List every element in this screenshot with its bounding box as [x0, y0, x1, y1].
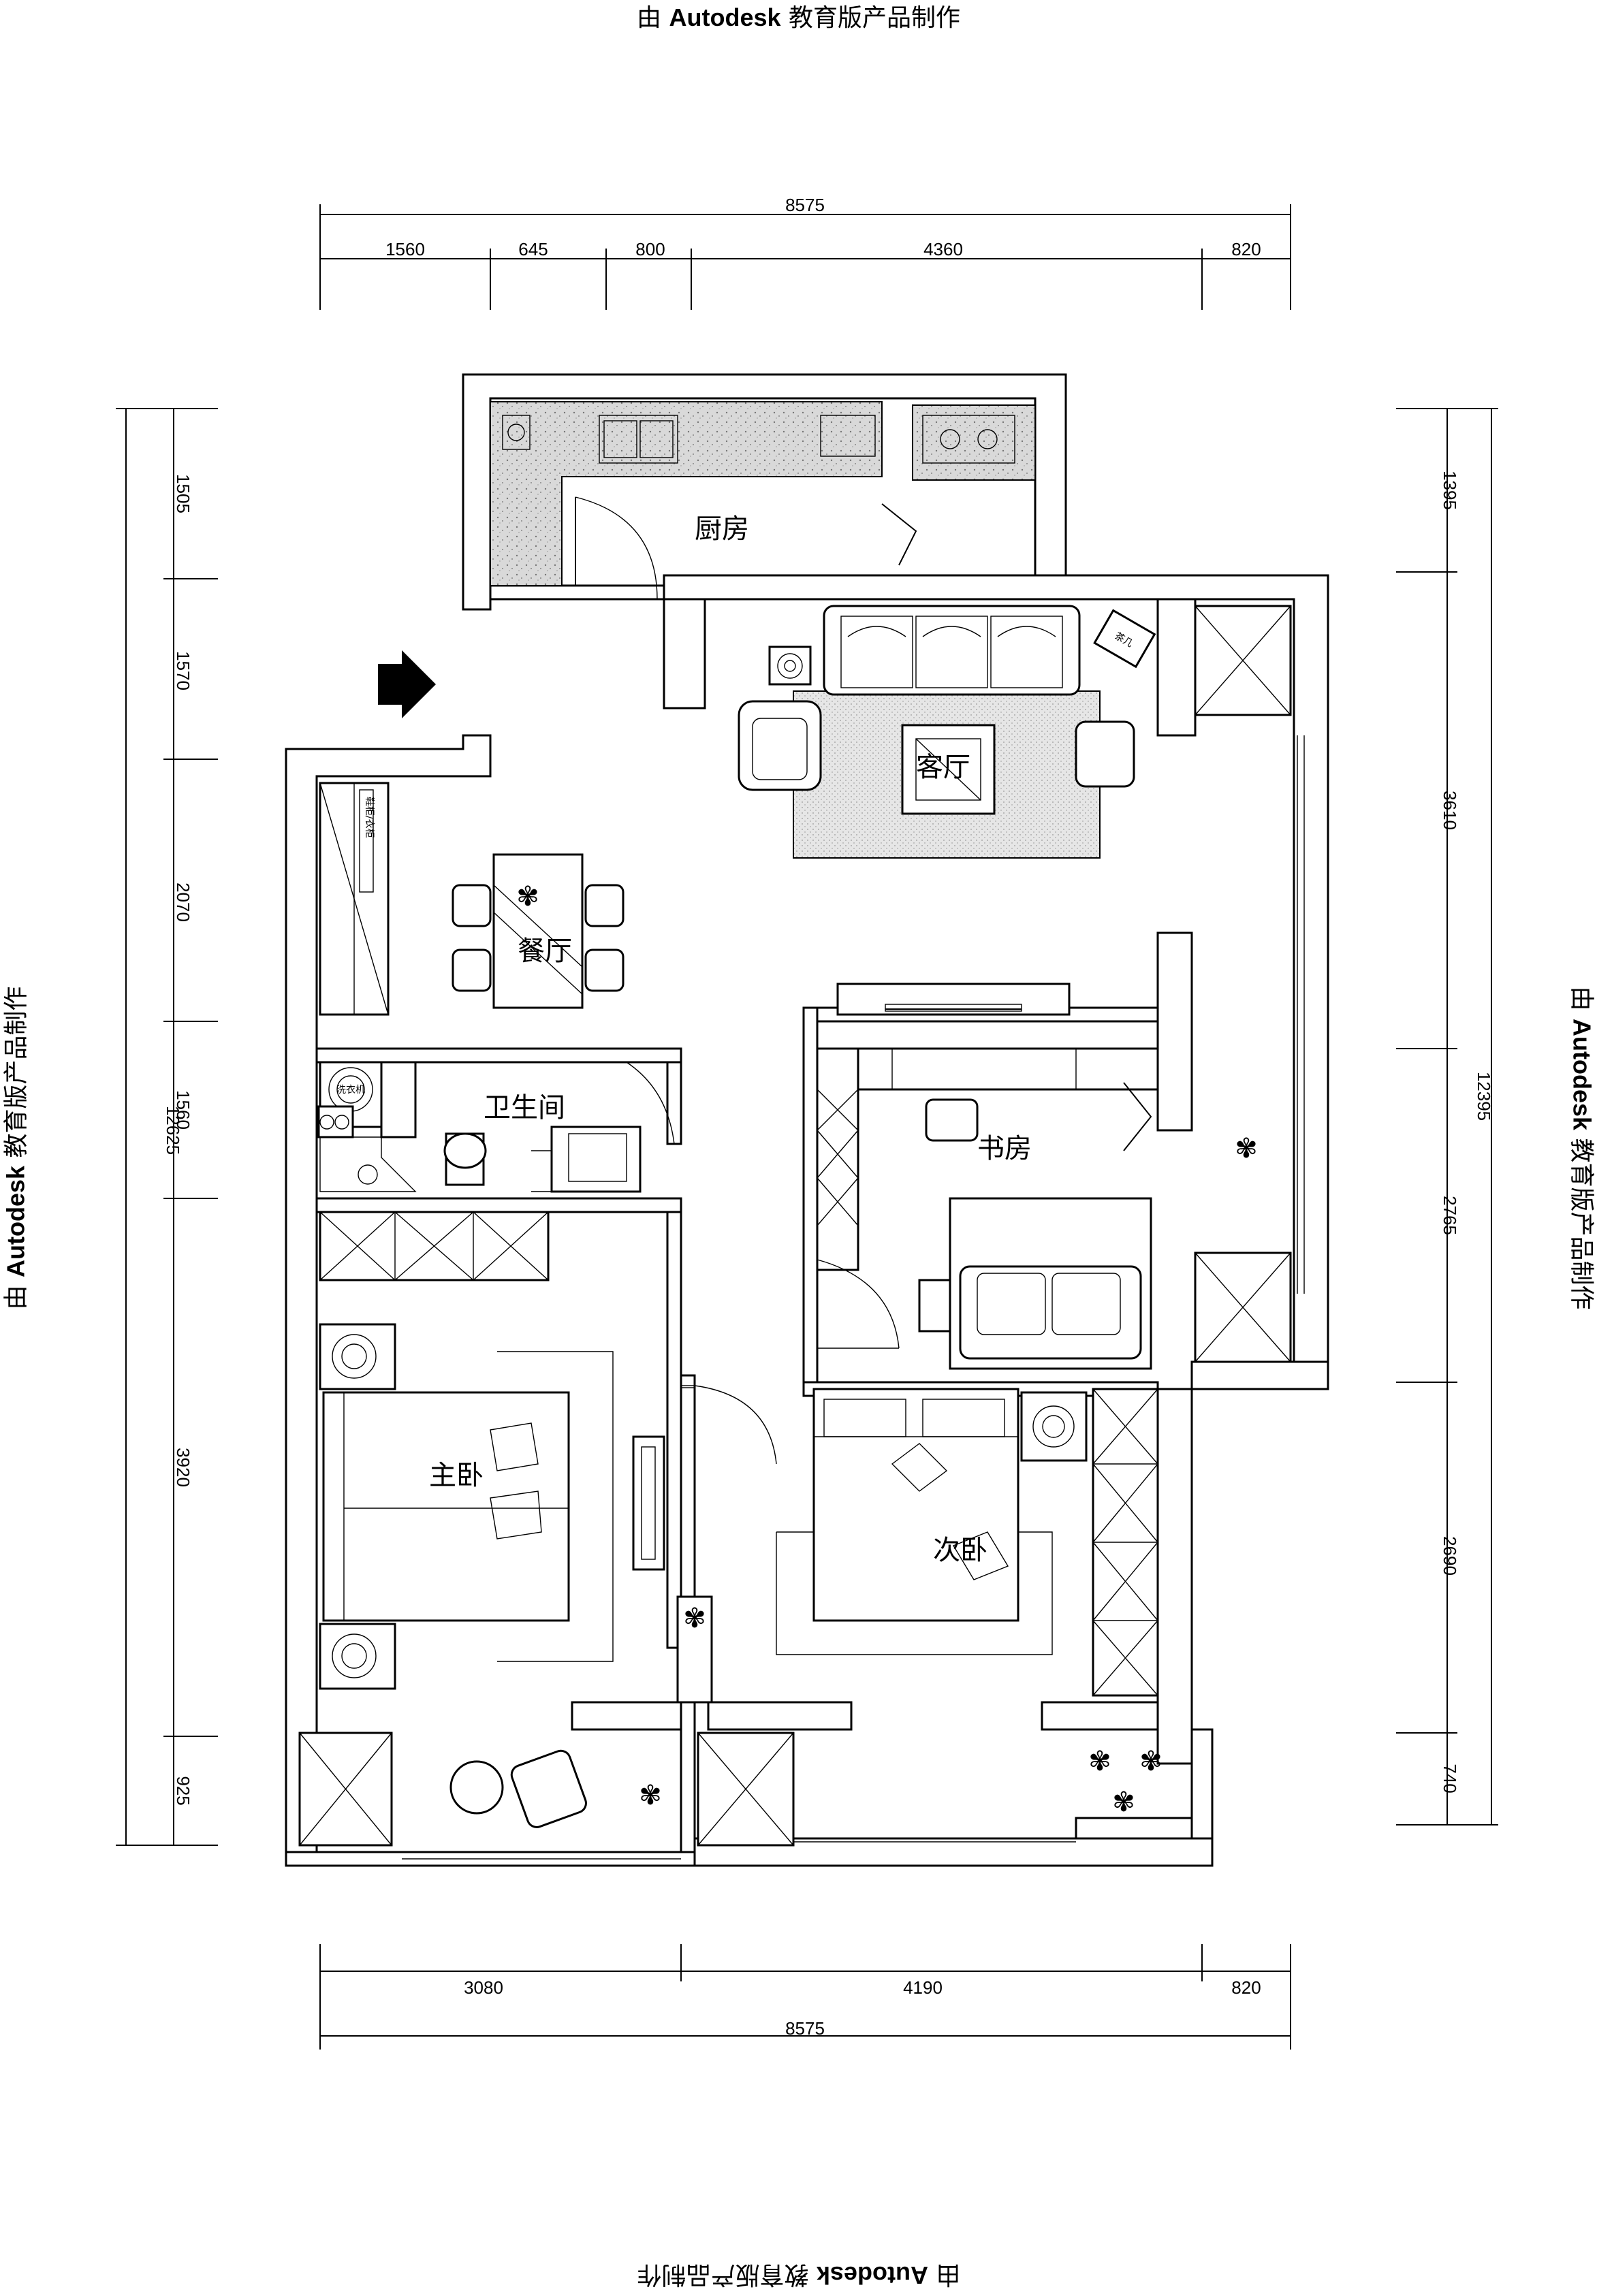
dim-left-seg: 1570	[173, 651, 193, 690]
dim-right-seg: 3610	[1440, 791, 1460, 830]
dim-top-seg: 800	[635, 239, 665, 259]
dim-top-seg: 4360	[923, 239, 963, 259]
room-label-bathroom: 卫生间	[484, 1092, 565, 1123]
second-bedroom-door	[694, 1385, 777, 1465]
dim-right-seg: 2690	[1440, 1536, 1460, 1576]
dim-left-seg: 2070	[173, 882, 193, 922]
watermark-suffix: 教育版产品制作	[788, 4, 960, 32]
partition-cabinet	[663, 598, 706, 709]
washer-label: 洗衣机	[336, 1085, 365, 1096]
plant-icon-study: ✾	[1235, 1133, 1258, 1164]
nightstand	[319, 1623, 396, 1690]
plant-icon-dining: ✾	[516, 881, 539, 912]
entrance-arrow-icon	[378, 650, 436, 718]
entry-cabinet-label: 鞋柜/衣柜	[364, 797, 375, 838]
shower-area	[319, 1136, 417, 1192]
dimensions-bottom: 3080 4190 820 8575	[319, 1944, 1291, 2050]
dim-left-seg: 1505	[173, 474, 193, 513]
dim-right-total: 12395	[1474, 1072, 1494, 1121]
dimensions-top: 8575 1560 645 800 4360 820	[319, 195, 1291, 310]
dim-top-seg: 645	[518, 239, 548, 259]
dining-room: 鞋柜/衣柜 ✾ 餐厅	[319, 782, 624, 1016]
kitchen-door	[575, 496, 658, 600]
plant-icon-corner: ✾	[1112, 1787, 1135, 1818]
dim-bottom-seg: 820	[1231, 1977, 1261, 1998]
dim-top-total: 8575	[785, 195, 825, 215]
dim-bottom-total: 8575	[785, 2018, 825, 2039]
watermark-prefix: 由	[637, 4, 662, 32]
dim-right-seg: 740	[1440, 1764, 1460, 1793]
dim-right-seg: 2765	[1440, 1196, 1460, 1235]
desk-chair	[925, 1098, 979, 1142]
bookshelf-left	[816, 1047, 859, 1271]
room-label-second-bedroom: 次卧	[933, 1535, 987, 1566]
study-sofa	[959, 1265, 1142, 1360]
room-label-dining-room: 餐厅	[518, 936, 572, 967]
bookshelf-top	[816, 1047, 1159, 1091]
plant-icon-corner: ✾	[1088, 1746, 1111, 1777]
second-bedroom: 次卧 ✾ ✾ ✾ ✾	[676, 1385, 1163, 1847]
master-bed	[322, 1391, 570, 1622]
stool-right	[1075, 720, 1135, 788]
nightstand-second	[1020, 1391, 1088, 1462]
round-table	[449, 1760, 504, 1815]
dim-top-seg: 1560	[385, 239, 425, 259]
vanity-sink	[550, 1126, 642, 1193]
lounge-chair	[510, 1749, 587, 1828]
dining-chair	[584, 948, 624, 992]
sofa	[823, 605, 1081, 696]
counter-appliance	[820, 415, 876, 457]
study-folding-door	[1123, 1082, 1152, 1151]
side-table-left	[768, 645, 812, 686]
dining-chair	[584, 884, 624, 927]
dim-top-seg: 820	[1231, 239, 1261, 259]
dining-chair	[452, 884, 492, 927]
armchair-left	[738, 700, 822, 791]
kitchen: 厨房	[490, 401, 1036, 600]
watermark-brand: Autodesk	[669, 3, 781, 31]
plant-shelf	[676, 1595, 713, 1704]
stove	[922, 415, 1015, 464]
tv-panel-master	[632, 1435, 665, 1571]
master-bedroom: 主卧 ✾	[298, 1211, 665, 1847]
kitchen-folding-door	[881, 503, 917, 566]
bathroom: 洗衣机 卫生间	[317, 1061, 675, 1193]
dim-left-seg: 925	[173, 1776, 193, 1805]
bathroom-door	[626, 1062, 675, 1145]
second-bed	[812, 1388, 1019, 1622]
dim-left-total: 12625	[163, 1106, 183, 1155]
tv-cabinet	[836, 983, 1071, 1016]
dimensions-left: 12625 1505 1570 2070 1560 3920 925	[116, 408, 218, 1846]
study-door	[817, 1259, 900, 1349]
side-table-right	[1093, 609, 1156, 669]
room-label-study: 书房	[977, 1133, 1032, 1164]
dining-table	[492, 853, 584, 1009]
kitchen-drain	[502, 415, 531, 450]
plant-icon-balcony: ✾	[639, 1780, 662, 1811]
dim-bottom-seg: 3080	[464, 1977, 503, 1998]
dim-right-seg: 1395	[1440, 471, 1460, 510]
room-label-master-bedroom: 主卧	[429, 1460, 484, 1491]
nightstand	[319, 1323, 396, 1390]
plant-icon-corner: ✾	[1139, 1746, 1163, 1777]
room-label-kitchen: 厨房	[695, 513, 749, 545]
watermark-top: 由 Autodesk 教育版产品制作	[637, 5, 960, 31]
room-label-living-room: 客厅	[916, 752, 970, 783]
sink	[599, 415, 678, 464]
study: 书房 ✾	[816, 1047, 1292, 1370]
dim-bottom-seg: 4190	[903, 1977, 943, 1998]
dim-left-seg: 3920	[173, 1448, 193, 1487]
dining-chair	[452, 948, 492, 992]
living-room: 茶几 客厅	[738, 598, 1292, 1016]
dimensions-right: 12395 1395 3610 2765 2690 740	[1396, 408, 1498, 1825]
plant-icon-shelf: ✾	[683, 1603, 706, 1634]
dim-left-seg: 1560	[173, 1090, 193, 1130]
